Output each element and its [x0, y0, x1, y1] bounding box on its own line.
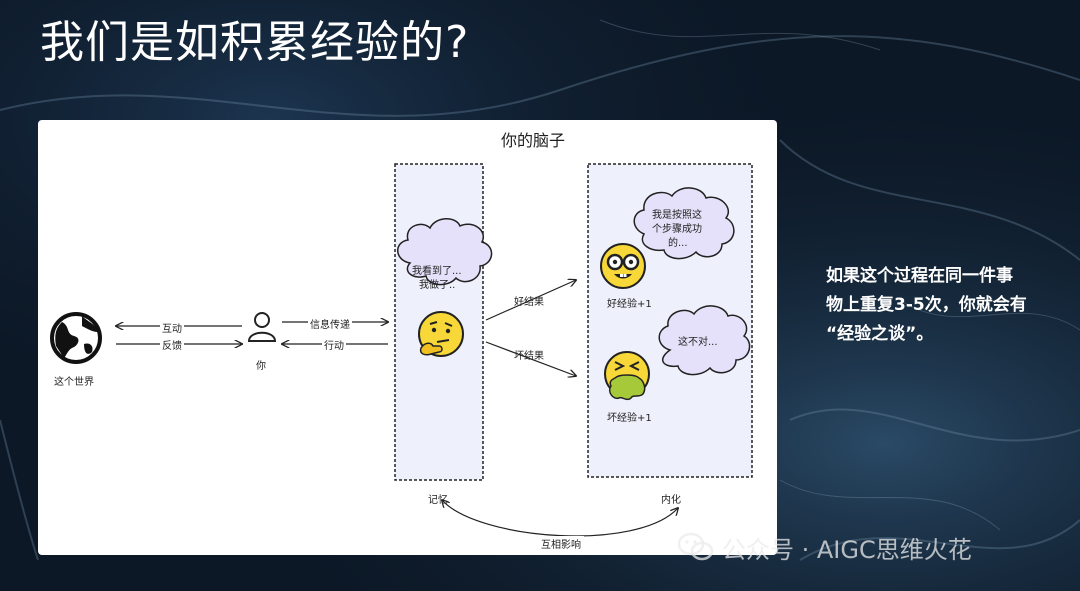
wechat-icon [678, 532, 714, 561]
mutual-influence-arrow [442, 500, 678, 537]
good-result-arrow [485, 280, 576, 321]
nerd-face-icon [600, 243, 646, 289]
memory-thought-line-2: 我做了.. [419, 280, 456, 291]
diagram-title: 你的脑子 [501, 131, 566, 150]
bad-result-arrow [485, 341, 576, 376]
good-thought-line-2: 个步骤成功 [652, 224, 702, 235]
good-thought-line-3: 的... [668, 238, 688, 249]
person-label: 你 [256, 361, 266, 372]
good-thought-cloud [633, 187, 735, 260]
person-icon [247, 312, 277, 342]
slide-title: 我们是如积累经验的? [40, 17, 470, 68]
globe-icon [50, 312, 102, 364]
memory-thought-cloud [397, 218, 493, 286]
side-text-line-2: 物上重复3-5次，你就会有 [826, 295, 1027, 315]
memory-label: 记忆 [428, 495, 448, 506]
internalize-label: 内化 [661, 495, 681, 506]
memory-thought-line-1: 我看到了... [412, 266, 462, 277]
good-experience-label: 好经验+1 [607, 299, 652, 310]
info-transfer-label: 信息传递 [308, 316, 352, 331]
side-text-line-1: 如果这个过程在同一件事 [826, 266, 1013, 286]
bad-experience-label: 坏经验+1 [607, 413, 652, 424]
bad-thought-cloud [658, 305, 751, 376]
side-text-line-3: “经验之谈”。 [826, 324, 934, 344]
action-label: 行动 [322, 337, 346, 352]
feedback-label: 反馈 [160, 337, 184, 352]
mutual-influence-label: 互相影响 [538, 536, 584, 551]
vomiting-face-icon [604, 351, 650, 401]
side-explanation: 如果这个过程在同一件事 物上重复3-5次，你就会有 “经验之谈”。 [826, 262, 1066, 349]
good-result-label: 好结果 [514, 297, 544, 308]
world-label: 这个世界 [54, 377, 94, 388]
diagram-panel: 你的脑子 这个世界 你 互动 反馈 信息传递 行动 我看到了... 我做了.. … [38, 120, 777, 555]
good-thought-line-1: 我是按照这 [652, 210, 702, 221]
interact-label: 互动 [160, 320, 184, 335]
thinking-face-icon [418, 311, 464, 357]
diagram-graphics [50, 163, 753, 537]
watermark-text: 公众号 · AIGC思维火花 [722, 536, 972, 564]
bad-result-label: 坏结果 [514, 351, 544, 362]
bad-thought-text: 这不对... [678, 337, 718, 348]
